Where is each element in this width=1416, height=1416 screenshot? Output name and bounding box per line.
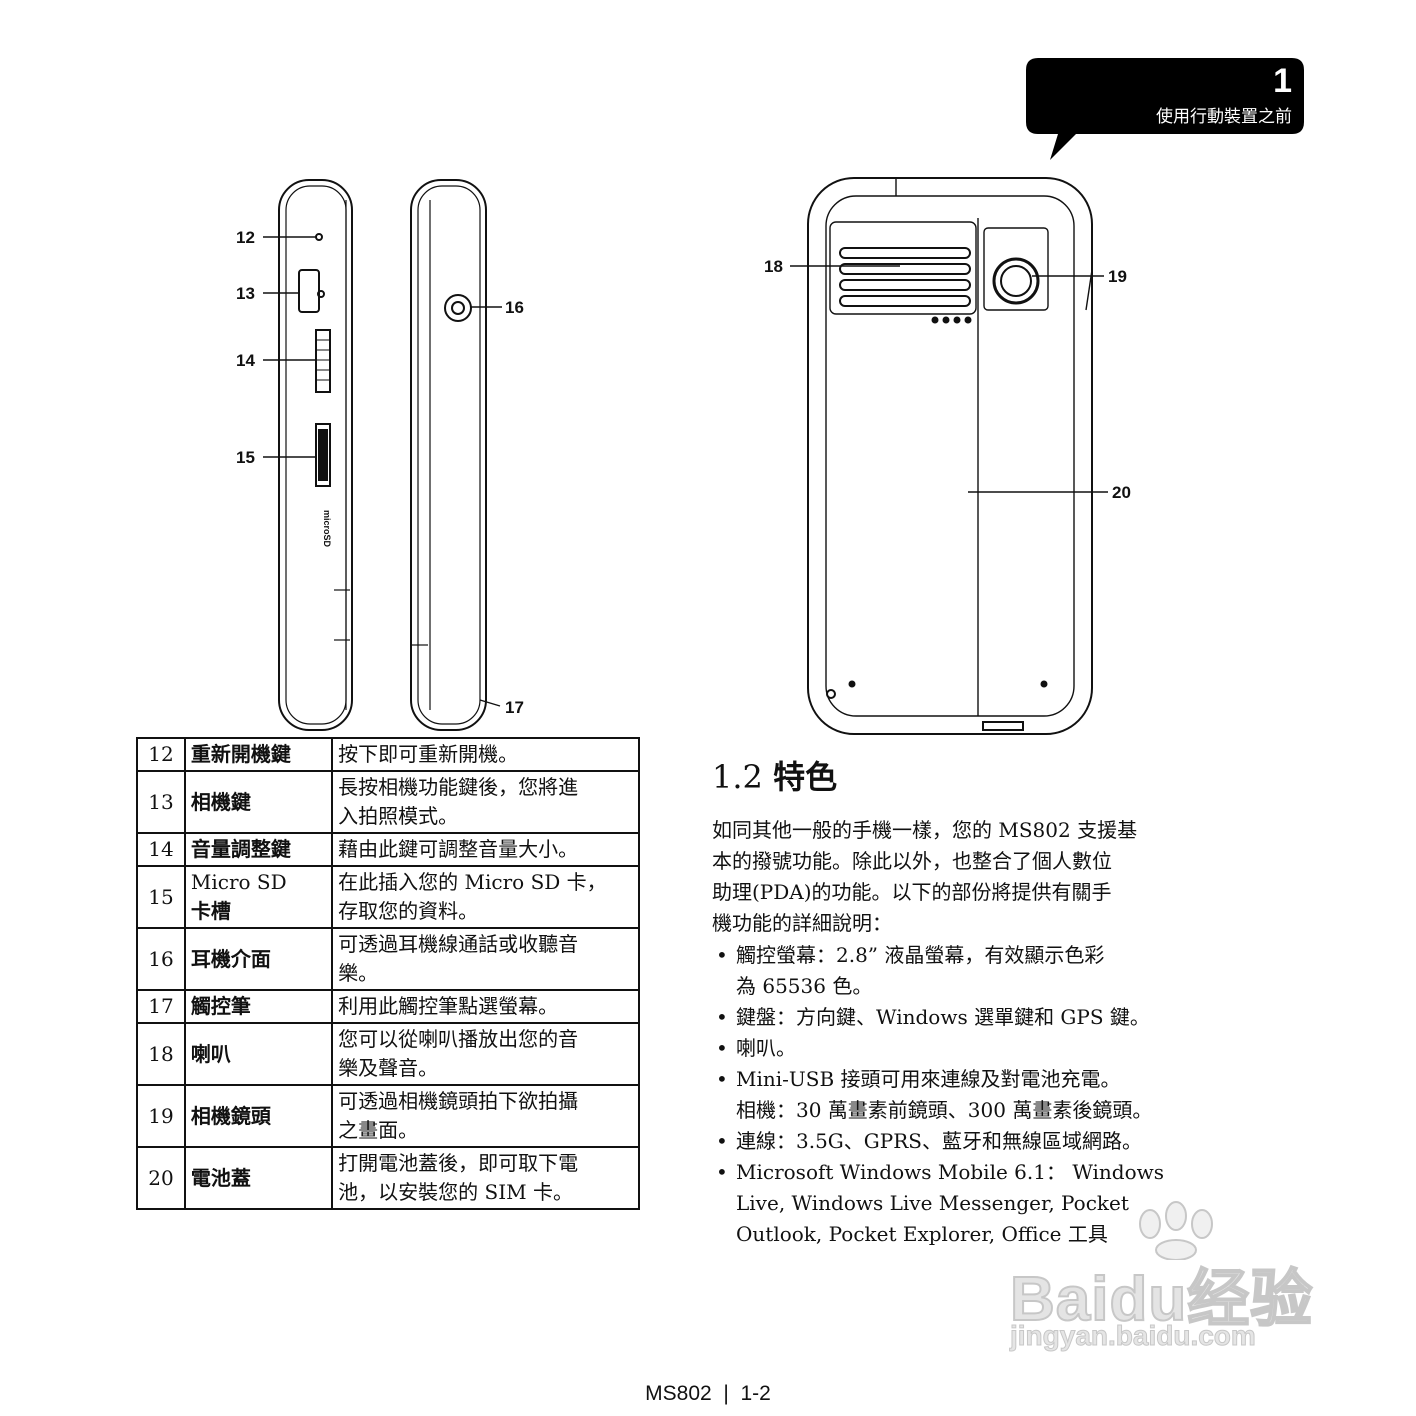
part-number: 18 [136, 1022, 186, 1086]
part-description: 長按相機功能鍵後，您將進入拍照模式。 [331, 770, 640, 834]
part-number: 20 [136, 1146, 186, 1210]
part-description: 藉由此鍵可調整音量大小。 [331, 832, 640, 867]
device-illustrations: microSD [236, 177, 1131, 735]
callout-20: 20 [1112, 483, 1131, 502]
part-name: 耳機介面 [183, 927, 334, 991]
paw-icon [1139, 1201, 1213, 1260]
part-description: 可透過相機鏡頭拍下欲拍攝之畫面。 [331, 1084, 640, 1148]
chapter-number: 1 [1273, 62, 1292, 100]
watermark-logo: Baidu经验 [1009, 1264, 1314, 1335]
feature-item-continuation: Outlook, Pocket Explorer, Office 工具 [736, 1222, 1108, 1246]
part-name: 觸控筆 [183, 989, 334, 1024]
part-description: 可透過耳機線通話或收聽音樂。 [331, 927, 640, 991]
baidu-watermark: Baidu经验 jingyan.baidu.com [996, 1200, 1336, 1360]
feature-list: 觸控螢幕：2.8” 液晶螢幕，有效顯示色彩 為 65536 色。 鍵盤：方向鍵、… [712, 940, 1212, 1250]
callout-16: 16 [505, 298, 524, 317]
microsd-slot-marking: microSD [322, 510, 332, 548]
callout-19: 19 [1108, 267, 1127, 286]
callout-12: 12 [236, 228, 255, 247]
callout-17: 17 [505, 698, 524, 717]
phone-back-view [807, 177, 1093, 735]
feature-item: 連線：3.5G、GPRS、藍牙和無線區域網路。 [712, 1126, 1212, 1157]
part-description: 按下即可重新開機。 [331, 737, 640, 772]
part-name: 重新開機鍵 [183, 737, 334, 772]
section-number: 1.2 [712, 758, 763, 796]
feature-item-continuation: 為 65536 色。 [736, 974, 873, 998]
feature-item: 鍵盤：方向鍵、Windows 選單鍵和 GPS 鍵。 [712, 1002, 1212, 1033]
part-description: 利用此觸控筆點選螢幕。 [331, 989, 640, 1024]
table-row: 18 喇叭 您可以從喇叭播放出您的音樂及聲音。 [136, 1022, 640, 1086]
footer-page-number: 1-2 [740, 1382, 771, 1405]
table-row: 20 電池蓋 打開電池蓋後，即可取下電池，以安裝您的 SIM 卡。 [136, 1146, 640, 1210]
part-name: 相機鍵 [183, 770, 334, 834]
part-number: 12 [136, 737, 186, 772]
footer-separator: | [717, 1382, 735, 1405]
callout-15: 15 [236, 448, 255, 467]
feature-item: Microsoft Windows Mobile 6.1： Windows [712, 1157, 1212, 1188]
part-number: 16 [136, 927, 186, 991]
part-name: 音量調整鍵 [183, 832, 334, 867]
parts-table: 12 重新開機鍵 按下即可重新開機。 13 相機鍵 長按相機功能鍵後，您將進入拍… [136, 737, 640, 1210]
part-name: 相機鏡頭 [183, 1084, 334, 1148]
section-intro: 如同其他一般的手機一樣，您的 MS802 支援基 本的撥號功能。除此以外，也整合… [712, 818, 1138, 935]
badge-bubble-shape [1026, 58, 1304, 160]
table-row: 14 音量調整鍵 藉由此鍵可調整音量大小。 [136, 832, 640, 867]
feature-item-continuation: Live, Windows Live Messenger, Pocket [736, 1191, 1129, 1215]
part-number: 17 [136, 989, 186, 1024]
callout-13: 13 [236, 284, 255, 303]
part-name: 喇叭 [183, 1022, 334, 1086]
callout-leader-lines [263, 236, 1108, 707]
section-title: 特色 [773, 758, 838, 796]
watermark-url: jingyan.baidu.com [1010, 1320, 1257, 1352]
table-row: 16 耳機介面 可透過耳機線通話或收聽音樂。 [136, 927, 640, 991]
part-number: 13 [136, 770, 186, 834]
section-heading: 1.2 特色 [712, 752, 837, 798]
chapter-title: 使用行動裝置之前 [1156, 107, 1292, 127]
chapter-badge: 1 使用行動裝置之前 [1024, 56, 1306, 166]
table-row: 13 相機鍵 長按相機功能鍵後，您將進入拍照模式。 [136, 770, 640, 834]
footer-model: MS802 [645, 1382, 712, 1405]
part-description: 在此插入您的 Micro SD 卡，存取您的資料。 [331, 865, 640, 929]
feature-item: 喇叭。 [712, 1033, 1212, 1064]
part-number: 15 [136, 865, 186, 929]
feature-item: 觸控螢幕：2.8” 液晶螢幕，有效顯示色彩 [712, 940, 1212, 971]
callout-14: 14 [236, 351, 255, 370]
table-row: 12 重新開機鍵 按下即可重新開機。 [136, 737, 640, 772]
part-number: 19 [136, 1084, 186, 1148]
phone-left-side-view [278, 179, 353, 731]
table-row: 17 觸控筆 利用此觸控筆點選螢幕。 [136, 989, 640, 1024]
page-footer: MS802 | 1-2 [0, 1382, 1416, 1406]
phone-right-side-view [410, 179, 487, 731]
part-number: 14 [136, 832, 186, 867]
part-description: 您可以從喇叭播放出您的音樂及聲音。 [331, 1022, 640, 1086]
table-row: 19 相機鏡頭 可透過相機鏡頭拍下欲拍攝之畫面。 [136, 1084, 640, 1148]
feature-item: Mini-USB 接頭可用來連線及對電池充電。 [712, 1064, 1212, 1095]
callout-18: 18 [764, 257, 783, 276]
part-name: 電池蓋 [183, 1146, 334, 1210]
part-description: 打開電池蓋後，即可取下電池，以安裝您的 SIM 卡。 [331, 1146, 640, 1210]
feature-item-continuation: 相機：30 萬畫素前鏡頭、300 萬畫素後鏡頭。 [736, 1098, 1153, 1122]
